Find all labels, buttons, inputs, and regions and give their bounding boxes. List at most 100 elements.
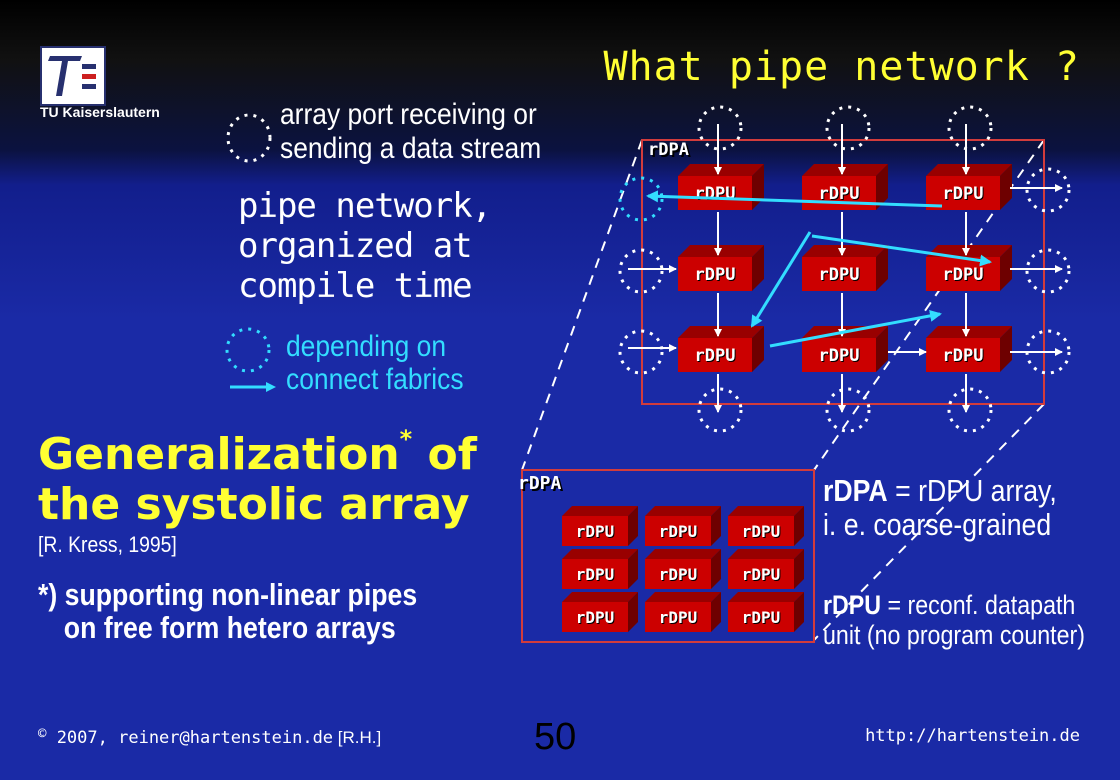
rdpu-label-shadow: rDPU [944, 347, 985, 367]
rdpu-label: rDPU [943, 346, 984, 366]
pipe-wires [628, 124, 1063, 413]
generalization-of: of [412, 429, 477, 480]
port-bottom-1 [697, 387, 743, 433]
rdpu-label: rDPU [695, 265, 736, 285]
pipe-line-1: pipe network, [238, 186, 492, 226]
port-right-2 [1025, 248, 1071, 294]
pipe-line-2: organized at [238, 226, 473, 266]
rdpu-definition: rDPU = reconf. datapath unit (no program… [823, 590, 1085, 650]
rdpu-front-face [645, 602, 711, 632]
port-top-3 [947, 105, 993, 151]
generalization-heading: Generalization* of the systolic array [38, 414, 477, 530]
rdpu-top-face [926, 326, 1012, 338]
rdpu-front-face [645, 516, 711, 546]
rdpu-label-shadow: rDPU [577, 523, 616, 542]
rdpu-def-line2: unit (no program counter) [823, 620, 1086, 650]
rdpu-top-face [728, 506, 804, 516]
rdpu-side-face [752, 326, 764, 372]
rdpu-label: rDPU [576, 565, 615, 584]
copyright-symbol: © [38, 726, 47, 742]
zoom-line-bottom [813, 403, 1045, 641]
rdpu-label: rDPU [819, 346, 860, 366]
rdpu-side-face [711, 549, 721, 589]
rdpu-label-shadow: rDPU [944, 266, 985, 286]
port-right-1 [1025, 167, 1071, 213]
footer-url[interactable]: http://hartenstein.de [865, 726, 1080, 746]
rdpu-label-shadow: rDPU [743, 609, 782, 628]
slide-title: What pipe network ? [603, 44, 1080, 90]
rdpu-label-shadow: rDPU [743, 523, 782, 542]
rdpa-label-large: rDPA [648, 140, 689, 160]
rdpa-frame-small [521, 469, 815, 643]
rdpu-side-face [1000, 326, 1012, 372]
rdpu-side-face [794, 506, 804, 546]
rdpu-label-shadow: rDPU [820, 347, 861, 367]
footer-left: © 2007, reiner@hartenstein.de [R.H.] [38, 726, 381, 748]
rdpu-label: rDPU [695, 346, 736, 366]
generalization-footnote-mark: * [399, 425, 413, 453]
rdpu-side-face [628, 592, 638, 632]
rdpu-label: rDPU [659, 522, 698, 541]
footnote-line2: on free form hetero arrays [63, 610, 396, 645]
rdpu-side-face [711, 592, 721, 632]
pipe-network-text: pipe network, organized at compile time [238, 186, 492, 306]
rdpu-front-face [728, 602, 794, 632]
rdpu-top-face [728, 592, 804, 602]
rdpu-label-shadow: rDPU [944, 185, 985, 205]
rdpu-label: rDPU [742, 565, 781, 584]
rdpu-front-face [728, 516, 794, 546]
rdpu-side-face [794, 592, 804, 632]
rdpa-label-small-shadow: rDPA [520, 475, 564, 496]
rdpu-side-face [628, 549, 638, 589]
port-legend-line1: array port receiving or [280, 98, 537, 131]
rdpu-label: rDPU [576, 608, 615, 627]
rdpu-label: rDPU [943, 265, 984, 285]
rdpu-top-face [678, 245, 764, 257]
rdpu-top-face [645, 549, 721, 559]
page-number: 50 [534, 716, 577, 758]
rdpu-side-face [628, 506, 638, 546]
rdpu-top-face [562, 549, 638, 559]
rdpu-top-face [645, 506, 721, 516]
rdpu-top-face [926, 164, 1012, 176]
footer-email[interactable]: reiner@hartenstein.de [118, 728, 334, 748]
tu-logo [40, 46, 106, 106]
rdpu-top-face [562, 506, 638, 516]
rdpu-side-face [752, 245, 764, 291]
rdpa-definition: rDPA = rDPU array, i. e. coarse-grained [823, 474, 1057, 542]
rdpu-label-shadow: rDPU [820, 185, 861, 205]
rdpu-front-face [678, 176, 752, 210]
rdpu-front-face [802, 257, 876, 291]
rdpu-front-face [562, 602, 628, 632]
generalization-line2: the systolic array [38, 479, 470, 530]
tu-logo-icon [42, 48, 104, 104]
footnote-line1: *) supporting non-linear pipes [38, 577, 418, 612]
footnote: *) supporting non-linear pipes on free f… [38, 578, 417, 644]
rdpu-side-face [876, 326, 888, 372]
rdpu-label: rDPU [695, 184, 736, 204]
port-top-1 [697, 105, 743, 151]
port-left-2 [618, 248, 664, 294]
rdpu-def-line1: = reconf. datapath [881, 590, 1076, 620]
port-bottom-3 [947, 387, 993, 433]
port-legend-text: array port receiving or sending a data s… [280, 98, 541, 166]
rdpu-label-shadow: rDPU [660, 523, 699, 542]
rdpu-label-shadow: rDPU [577, 609, 616, 628]
rdpu-label: rDPU [576, 522, 615, 541]
rdpu-front-face [678, 257, 752, 291]
rdpu-label: rDPU [819, 265, 860, 285]
port-legend-icon [226, 113, 272, 163]
